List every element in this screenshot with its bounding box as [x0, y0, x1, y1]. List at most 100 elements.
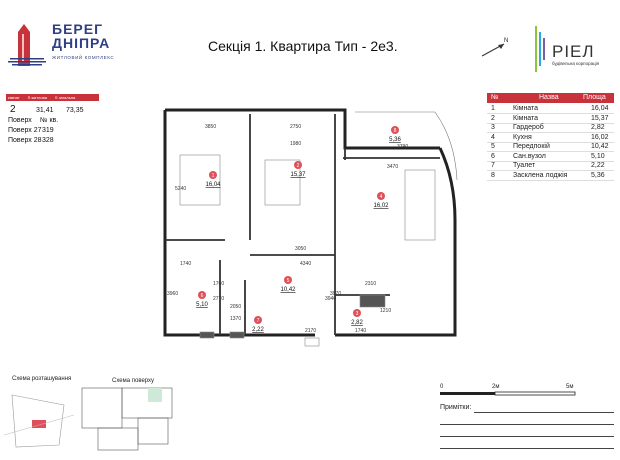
info-living: 31,41 — [36, 107, 54, 114]
row-name: Гардероб — [513, 124, 544, 131]
dimension-label: 2310 — [365, 281, 376, 287]
room-area: 16,02 — [373, 203, 389, 209]
dimension-label: 1740 — [180, 261, 191, 267]
dimension-label: 2050 — [230, 304, 241, 310]
col-number: № — [491, 94, 499, 101]
row-name: Кухня — [513, 133, 532, 141]
dimension-label: 2170 — [305, 328, 316, 334]
room-area: 16,04 — [205, 182, 221, 188]
row-area: 15,37 — [591, 114, 609, 122]
floor-plan: 116,04215,3732,82416,02510,4265,1072,228… — [163, 108, 458, 347]
room-marker — [209, 171, 217, 179]
brand-subtitle: ЖИТЛОВИЙ КОМПЛЕКС — [52, 55, 115, 60]
row-number: 3 — [491, 124, 495, 131]
info-total: 73,35 — [66, 107, 84, 114]
row-area: 5,10 — [591, 152, 605, 160]
row-area: 2,22 — [591, 162, 605, 169]
location-scheme-label: Схема розташування — [12, 376, 72, 382]
row-number: 4 — [491, 133, 495, 141]
table-row: 5 Передпокій 10,42 — [487, 142, 614, 152]
dimension-label: 3970 — [330, 291, 341, 297]
room-number: 1 — [212, 173, 215, 179]
room-marker — [198, 291, 206, 299]
dimension-label: 2750 — [290, 124, 301, 130]
room-number: 8 — [394, 128, 397, 134]
room-area: 2,82 — [351, 320, 363, 326]
dimension-label: 1370 — [230, 316, 241, 322]
note-line — [440, 424, 614, 425]
row-name: Передпокій — [513, 143, 550, 150]
row-number: 2 — [491, 114, 495, 122]
room-marker — [284, 276, 292, 284]
info-apt-label: № кв. — [40, 117, 59, 124]
dimension-label: 3790 — [397, 144, 408, 150]
info-head-rooms: кімнат — [8, 95, 20, 100]
dimension-label: 4340 — [300, 261, 311, 267]
info-head-living: S житлова — [27, 95, 47, 100]
info-floor-label: Поверх — [8, 117, 32, 124]
scale-0: 0 — [440, 384, 444, 390]
dimension-label: 1740 — [355, 328, 366, 334]
scale-bar — [440, 391, 576, 396]
row-area: 16,04 — [591, 105, 609, 112]
room-marker — [353, 309, 361, 317]
developer-subtitle: будівельна корпорація — [552, 61, 600, 66]
dimension-label: 3850 — [205, 124, 216, 130]
info-head-total: S загальна — [54, 95, 76, 100]
row-area: 16,02 — [591, 133, 609, 141]
table-row: 4 Кухня 16,02 — [487, 133, 614, 143]
scale-2: 2м — [492, 384, 500, 390]
dimension-label: 3960 — [167, 291, 178, 297]
area-table-header: № Назва Площа — [487, 93, 614, 103]
row-name: Кімната — [513, 114, 539, 122]
row-area: 10,42 — [591, 143, 609, 150]
row-area: 2,82 — [591, 124, 605, 131]
row-number: 7 — [491, 162, 495, 169]
dimension-label: 2770 — [213, 296, 224, 302]
scale-5: 5м — [566, 384, 574, 390]
north-arrow-icon — [481, 43, 505, 57]
dimension-label: 1760 — [213, 281, 224, 287]
floor-scheme-label: Схема поверху — [112, 378, 155, 384]
dimension-label: 5240 — [175, 186, 186, 192]
room-area: 10,42 — [280, 287, 296, 293]
info-rooms: 2 — [10, 104, 16, 115]
floor-scheme-map — [81, 387, 173, 451]
note-line — [474, 412, 614, 413]
riel-logo-icon — [535, 26, 545, 72]
room-number: 2 — [297, 163, 300, 169]
developer-name: РІЕЛ — [552, 42, 595, 61]
dimension-label: 1210 — [380, 308, 391, 314]
room-number: 6 — [201, 293, 204, 299]
room-number: 4 — [380, 194, 383, 200]
room-area: 5,36 — [389, 137, 401, 143]
dimension-label: 3470 — [387, 164, 398, 170]
note-line — [440, 436, 614, 437]
dimension-label: 1980 — [290, 141, 301, 147]
row-name: Сан.вузол — [513, 152, 546, 160]
location-map — [4, 394, 74, 448]
row-number: 5 — [491, 143, 495, 150]
table-row: 7 Туалет 2,22 — [487, 161, 614, 171]
building-logo-icon — [8, 24, 46, 66]
room-number: 5 — [287, 278, 290, 284]
col-name: Назва — [539, 94, 559, 101]
room-area: 5,10 — [196, 302, 208, 308]
info-apt-1: 319 — [42, 127, 54, 134]
room-marker — [391, 126, 399, 134]
north-label: N — [504, 38, 509, 44]
row-number: 6 — [491, 152, 495, 160]
info-header: кімнат S житлова S загальна — [6, 94, 99, 101]
brand-name: БЕРЕГ ДНІПРА — [52, 21, 111, 51]
row-name: Засклена лоджія — [513, 171, 568, 179]
room-number: 3 — [356, 311, 359, 317]
row-area: 5,36 — [591, 171, 605, 179]
room-number: 7 — [257, 318, 260, 324]
notes-label: Примітки: — [440, 404, 472, 411]
page-title: Секція 1. Квартира Тип - 2е3. — [208, 38, 398, 54]
row-name: Кімната — [513, 105, 539, 112]
room-area: 15,37 — [290, 172, 306, 178]
row-name: Туалет — [513, 162, 536, 169]
dimension-label: 3050 — [295, 246, 306, 252]
